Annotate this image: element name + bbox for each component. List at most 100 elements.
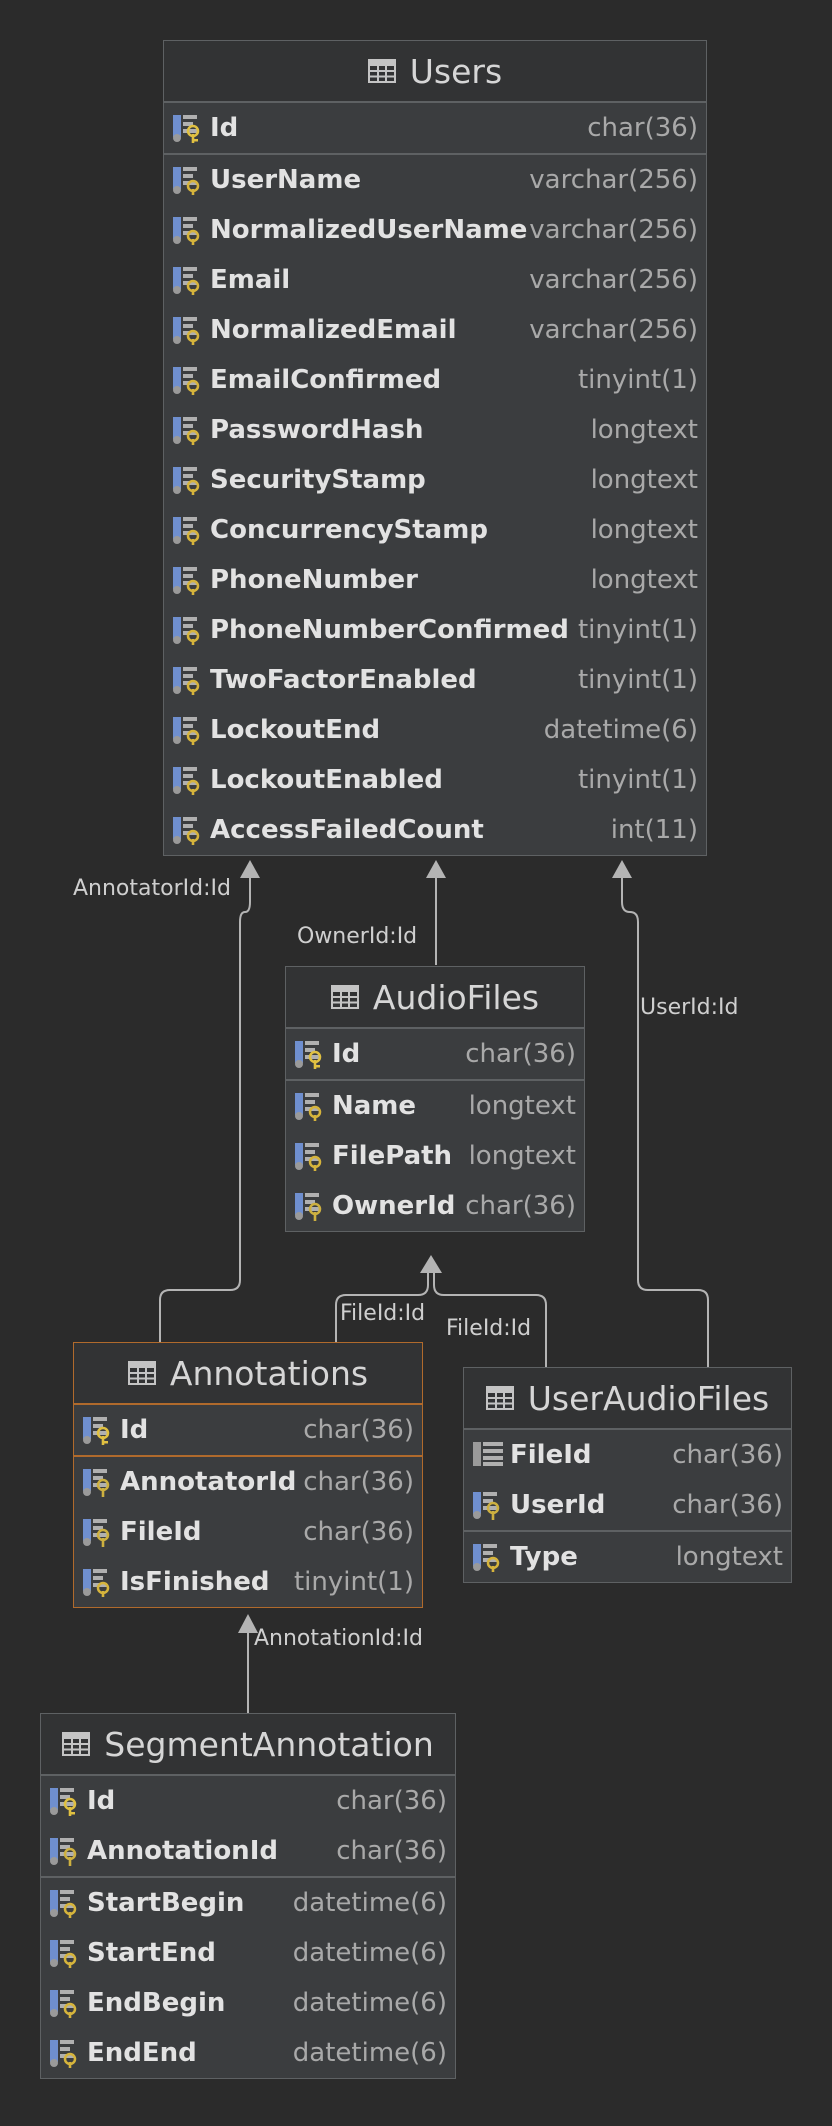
column-row-concurrency-stamp[interactable]: ConcurrencyStamp longtext [164, 505, 706, 555]
column-row-id[interactable]: Id char(36) [41, 1776, 455, 1826]
column-icon [82, 1567, 116, 1597]
column-row-user-name[interactable]: UserName varchar(256) [164, 155, 706, 205]
column-type: char(36) [672, 1440, 783, 1470]
column-name: EmailConfirmed [210, 365, 442, 395]
foreign-key-column-icon [82, 1517, 116, 1547]
column-row-file-path[interactable]: FilePath longtext [286, 1131, 584, 1181]
column-type: longtext [590, 515, 698, 545]
column-name: EndEnd [87, 2038, 197, 2068]
column-name: LockoutEnd [210, 715, 381, 745]
column-icon [172, 415, 206, 445]
key-divider [41, 1876, 455, 1878]
column-name: LockoutEnabled [210, 765, 443, 795]
relation-label-user: UserId:Id [640, 995, 739, 1020]
table-title: Annotations [169, 1353, 369, 1393]
column-icon [172, 365, 206, 395]
connector-annotator [159, 878, 251, 1342]
column-name: OwnerId [332, 1191, 456, 1221]
column-name: Id [87, 1786, 116, 1816]
column-type: varchar(256) [529, 265, 698, 295]
column-name: Id [332, 1039, 361, 1069]
foreign-key-column-icon [49, 1836, 83, 1866]
column-icon [172, 515, 206, 545]
foreign-key-column-icon [82, 1467, 116, 1497]
relation-label-annotator: AnnotatorId:Id [73, 876, 231, 901]
column-icon [49, 1888, 83, 1918]
relation-label-file-annotations: FileId:Id [340, 1301, 426, 1326]
arrowhead-annotation [238, 1614, 258, 1633]
column-icon [172, 165, 206, 195]
table-header-audiofiles[interactable]: AudioFiles [286, 967, 584, 1029]
key-divider [464, 1530, 791, 1532]
table-icon [485, 1386, 514, 1410]
column-name: EndBegin [87, 1988, 226, 2018]
column-name: Type [510, 1542, 578, 1572]
column-type: char(36) [465, 1191, 576, 1221]
column-type: char(36) [303, 1517, 414, 1547]
column-type: longtext [468, 1141, 576, 1171]
arrowhead-user [612, 860, 632, 878]
column-type: datetime(6) [292, 1888, 447, 1918]
column-icon [172, 265, 206, 295]
table-icon [367, 59, 396, 83]
table-header-useraudiofiles[interactable]: UserAudioFiles [464, 1368, 791, 1430]
column-type: char(36) [336, 1786, 447, 1816]
column-icon [172, 465, 206, 495]
column-type: varchar(256) [529, 165, 698, 195]
arrowhead-owner [426, 860, 446, 878]
foreign-key-column-icon [472, 1490, 506, 1520]
column-name: AnnotationId [87, 1836, 278, 1866]
column-icon [49, 2038, 83, 2068]
column-type: char(36) [587, 113, 698, 143]
column-icon [172, 765, 206, 795]
column-type: varchar(256) [529, 315, 698, 345]
table-header-segmentannotation[interactable]: SegmentAnnotation [41, 1714, 455, 1776]
column-icon [172, 215, 206, 245]
column-name: ConcurrencyStamp [210, 515, 488, 545]
primary-key-column-icon [172, 113, 206, 143]
table-icon [127, 1361, 156, 1385]
column-icon [172, 315, 206, 345]
column-icon [294, 1141, 328, 1171]
column-type: tinyint(1) [293, 1567, 414, 1597]
column-name: UserName [210, 165, 362, 195]
column-row-owner-id[interactable]: OwnerId char(36) [286, 1181, 584, 1231]
column-name: FilePath [332, 1141, 453, 1171]
column-name: UserId [510, 1490, 606, 1520]
column-type: char(36) [303, 1415, 414, 1445]
table-header-annotations[interactable]: Annotations [74, 1343, 422, 1405]
table-header-users[interactable]: Users [164, 41, 706, 103]
